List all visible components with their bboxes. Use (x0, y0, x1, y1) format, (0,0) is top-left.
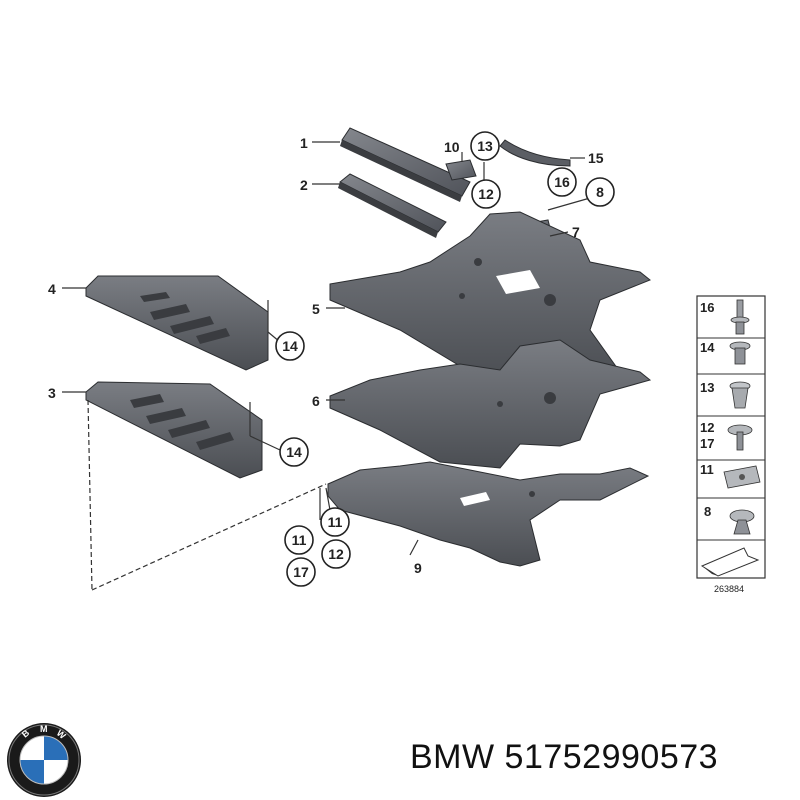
part-number: 51752990573 (504, 738, 719, 776)
callout-3: 3 (48, 385, 56, 401)
legend-label-13: 13 (700, 380, 714, 395)
callout-17: 17 (293, 564, 309, 580)
ref-code: 263884 (714, 584, 744, 594)
legend-label-17: 17 (700, 436, 714, 451)
direction-arrow-icon (700, 547, 760, 577)
legend-label-14: 14 (700, 340, 715, 355)
brand-name: BMW (410, 738, 495, 776)
callout-7: 7 (572, 224, 580, 240)
clip-16-icon (730, 299, 750, 335)
part-5-underbody-panel (329, 211, 651, 381)
part-9-bottom-panel (327, 461, 650, 567)
callout-12-bottom: 12 (328, 546, 344, 562)
callout-labels: 1 2 3 4 5 6 7 9 10 15 (48, 135, 604, 576)
callout-8: 8 (596, 184, 604, 200)
part-3-side-panel (85, 381, 263, 479)
bmw-logo-icon: B M W (7, 723, 81, 797)
legend-label-16: 16 (700, 300, 714, 315)
screw-12-icon (727, 424, 753, 451)
callout-13: 13 (477, 138, 493, 154)
legend-label-12: 12 (700, 420, 714, 435)
callout-9: 9 (414, 560, 422, 576)
fastener-legend: 16 14 13 12 17 11 8 (696, 295, 766, 594)
callout-10: 10 (444, 139, 460, 155)
callout-16: 16 (554, 174, 570, 190)
logo-letter-m: M (40, 724, 48, 734)
nut-13-icon (729, 381, 751, 409)
callout-6: 6 (312, 393, 320, 409)
callout-12-top: 12 (478, 186, 494, 202)
clip-14-icon (729, 341, 751, 365)
leader-lines (62, 141, 591, 591)
circled-callout-text: 13 12 16 8 14 14 11 11 12 17 (282, 138, 604, 580)
footer-caption: BMW 51752990573 (410, 738, 718, 777)
part-6-underbody-panel (329, 339, 652, 469)
callout-2: 2 (300, 177, 308, 193)
callout-14-lower: 14 (286, 444, 302, 460)
legend-label-11: 11 (700, 462, 714, 477)
logo-letter-b: B (20, 727, 32, 739)
legend-label-8: 8 (704, 504, 711, 519)
callout-4: 4 (48, 281, 56, 297)
part-10-bracket (445, 159, 477, 181)
part-4-side-panel (85, 275, 269, 371)
part-2-strut (338, 173, 447, 238)
callout-11-right: 11 (328, 514, 343, 530)
circled-callouts (275, 131, 615, 587)
callout-11-left: 11 (292, 532, 307, 548)
callout-1: 1 (300, 135, 308, 151)
part-1-strut (340, 127, 471, 202)
clip-8-icon (729, 509, 755, 535)
callout-14-upper: 14 (282, 338, 298, 354)
part-15-strap (499, 139, 571, 167)
callout-5: 5 (312, 301, 320, 317)
callout-15: 15 (588, 150, 604, 166)
clip-nut-11-icon (723, 465, 761, 489)
